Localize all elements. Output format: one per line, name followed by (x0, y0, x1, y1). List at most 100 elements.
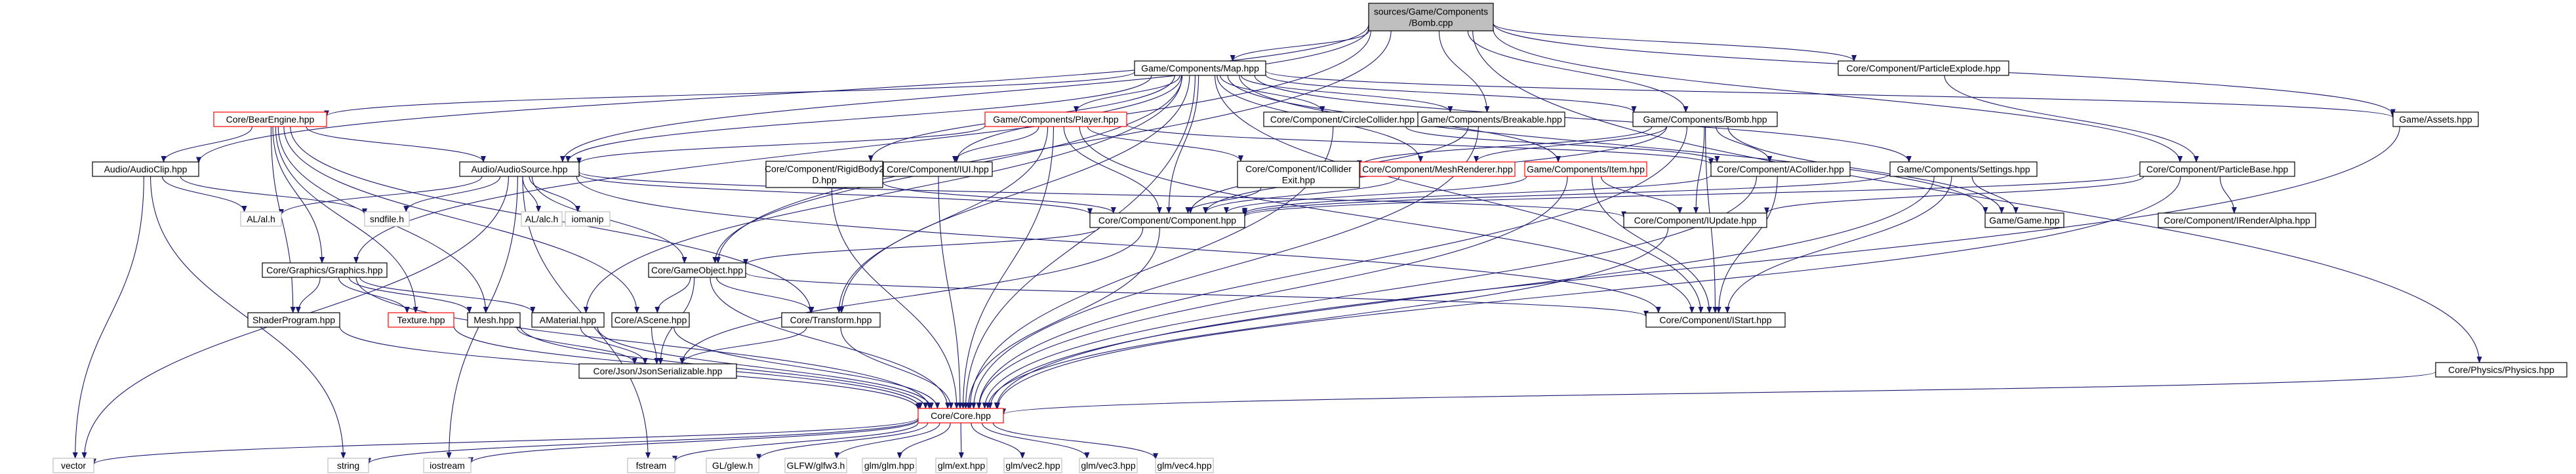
node-json[interactable]: Core/Json/JsonSerializable.hpp (578, 363, 737, 379)
node-string: string (327, 458, 369, 473)
node-label: glm/vec4.hpp (1157, 460, 1211, 471)
node-label: D.hpp (812, 175, 837, 186)
edge-physics-to-core (1001, 371, 2436, 416)
node-circle-collider[interactable]: Core/Component/CircleCollider.hpp (1263, 111, 1422, 127)
node-label: vector (61, 460, 86, 471)
node-map[interactable]: Game/Components/Map.hpp (1134, 60, 1266, 76)
node-breakable[interactable]: Game/Components/Breakable.hpp (1417, 111, 1565, 127)
edge-mesh_renderer-to-component (1203, 176, 1400, 214)
edge-item-to-iupdate (1601, 176, 1683, 214)
edge-player-to-transform (836, 126, 1049, 313)
edge-player-to-core (960, 126, 1055, 409)
node-mesh-renderer[interactable]: Core/Component/MeshRenderer.hpp (1359, 161, 1516, 177)
edge-circle_collider-to-acollider (1405, 126, 1720, 163)
edge-amaterial-to-core (597, 326, 934, 409)
node-label: Core/AScene.hpp (614, 315, 687, 325)
node-label: Core/Component/IStart.hpp (1659, 315, 1771, 325)
node-fstream: fstream (627, 458, 675, 473)
node-component[interactable]: Core/Component/Component.hpp (1089, 212, 1245, 228)
node-shader-program[interactable]: ShaderProgram.hpp (247, 312, 340, 328)
node-particle-base[interactable]: Core/Component/ParticleBase.hpp (2139, 161, 2295, 177)
node-transform[interactable]: Core/Transform.hpp (781, 312, 881, 328)
node-item[interactable]: Game/Components/Item.hpp (1524, 161, 1647, 177)
node-amaterial[interactable]: AMaterial.hpp (531, 312, 605, 328)
edge-bear_engine-to-texture (275, 126, 418, 313)
edge-bear_engine-to-audio_clip (161, 126, 253, 163)
edge-audio_clip-to-vector (72, 176, 144, 459)
node-label: Game/Assets.hpp (2399, 114, 2472, 125)
node-label: ShaderProgram.hpp (252, 315, 335, 325)
node-player[interactable]: Game/Components/Player.hpp (984, 111, 1127, 127)
node-game[interactable]: Game/Game.hpp (1984, 212, 2064, 228)
node-particle-explode[interactable]: Core/Component/ParticleExplode.hpp (1838, 60, 2009, 76)
node-label: AL/alc.h (525, 214, 559, 224)
node-label: Mesh.hpp (473, 315, 514, 325)
node-istart[interactable]: Core/Component/IStart.hpp (1645, 312, 1786, 328)
node-assets[interactable]: Game/Assets.hpp (2392, 111, 2479, 127)
node-audio-clip[interactable]: Audio/AudioClip.hpp (92, 161, 199, 177)
node-label: Core/Transform.hpp (790, 315, 872, 325)
edge-bomb_hpp-to-icollider_exit (1357, 126, 1653, 167)
node-graphics[interactable]: Core/Graphics/Graphics.hpp (262, 262, 388, 278)
node-label: iostream (430, 460, 465, 471)
edge-ui-to-core (938, 176, 963, 409)
node-bomb-hpp[interactable]: Game/Components/Bomb.hpp (1632, 111, 1778, 127)
node-label: Core/Graphics/Graphics.hpp (266, 265, 383, 275)
node-label: glm/vec3.hpp (1081, 460, 1135, 471)
node-sndfile: sndfile.h (364, 211, 410, 227)
edge-icollider_exit-to-component (1185, 187, 1262, 214)
edge-ascene-to-json (651, 326, 660, 365)
edge-rigid_body-to-core (831, 187, 959, 409)
edge-acollider-to-component (1242, 174, 1712, 215)
node-label: Texture.hpp (397, 315, 445, 325)
edge-bear_engine-to-audio_source (306, 126, 486, 163)
node-game-object[interactable]: Core/GameObject.hpp (648, 262, 746, 278)
node-audio-source[interactable]: Audio/AudioSource.hpp (459, 161, 580, 177)
node-irender-alpha[interactable]: Core/Component/IRenderAlpha.hpp (2158, 212, 2316, 228)
edge-player-to-component (1063, 126, 1162, 214)
dependency-edges (72, 23, 2482, 465)
edge-settings-to-istart (1725, 176, 1952, 313)
edge-bomb_cpp-to-physics (1472, 30, 2482, 363)
node-ui[interactable]: Core/Component/IUI.hpp (883, 161, 993, 177)
node-acollider[interactable]: Core/Component/ACollider.hpp (1710, 161, 1851, 177)
node-label: Core/Component/CircleCollider.hpp (1270, 114, 1415, 125)
edge-game_object-to-transform (715, 277, 815, 313)
edge-map-to-component (1166, 75, 1199, 214)
edge-rigid_body-to-component (882, 182, 1116, 214)
edge-player-to-ui (952, 126, 1039, 163)
node-physics[interactable]: Core/Physics/Physics.hpp (2435, 362, 2567, 378)
edge-player-to-audio_source (576, 125, 986, 165)
edge-core-to-fstream (672, 422, 919, 463)
edge-player-to-acollider (1126, 123, 1714, 165)
edge-bomb_hpp-to-core (976, 126, 1687, 409)
node-label: Game/Game.hpp (1989, 215, 2060, 226)
edge-transform-to-core (840, 326, 954, 409)
node-mesh[interactable]: Mesh.hpp (467, 312, 521, 328)
node-texture[interactable]: Texture.hpp (388, 312, 454, 328)
node-label: fstream (636, 460, 667, 471)
node-bear-engine[interactable]: Core/BearEngine.hpp (213, 111, 327, 127)
edge-bomb_cpp-to-breakable (1438, 30, 1490, 113)
node-core[interactable]: Core/Core.hpp (917, 408, 1004, 424)
node-label: /Bomb.cpp (1409, 18, 1453, 28)
node-settings[interactable]: Game/Components/Settings.hpp (1889, 161, 2038, 177)
edge-bear_engine-to-shader_program (270, 126, 296, 313)
edge-mesh-to-json (516, 326, 637, 365)
graph-nodes: sources/Game/Components/Bomb.cppGame/Com… (52, 3, 2567, 473)
edge-map-to-transform (839, 75, 1190, 313)
edge-game_object-to-core (710, 277, 951, 409)
node-ext: glm/ext.hpp (935, 458, 988, 473)
node-iupdate[interactable]: Core/Component/IUpdate.hpp (1623, 212, 1767, 228)
node-label: Core/Component/RigidBody2 (765, 164, 884, 174)
node-label: Core/Core.hpp (931, 410, 991, 421)
edge-bomb_hpp-to-iupdate (1693, 126, 1705, 214)
edge-core-to-glew (756, 422, 929, 461)
node-ascene[interactable]: Core/AScene.hpp (611, 312, 690, 328)
edge-particle_base-to-iupdate (1764, 176, 2144, 214)
node-bomb-cpp: sources/Game/Components/Bomb.cpp (1368, 3, 1494, 31)
edge-bomb_hpp-to-game (1727, 126, 2005, 214)
